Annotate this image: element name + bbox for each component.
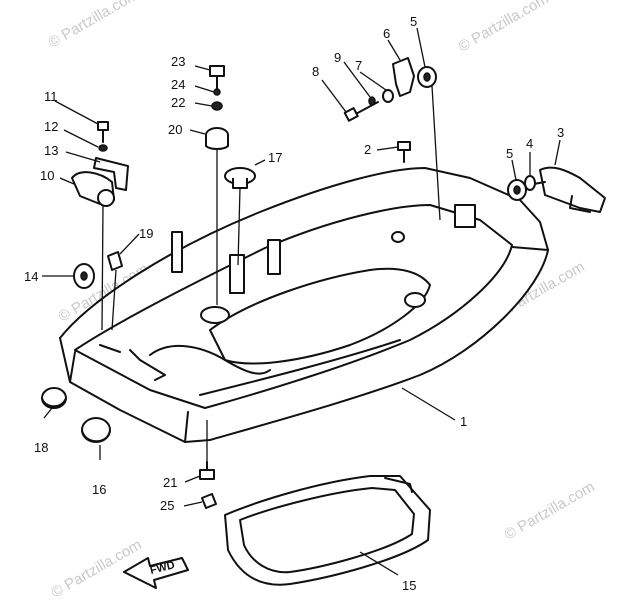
callout-5-top: 5 <box>410 14 417 29</box>
grommet-part-14 <box>73 263 95 289</box>
bushing-part-5-top <box>417 66 437 88</box>
callout-17: 17 <box>268 150 282 165</box>
cowling-bracket-right <box>454 204 476 228</box>
fwd-label: FWD <box>149 559 176 577</box>
callout-20: 20 <box>168 122 182 137</box>
lever-part-10 <box>71 171 115 207</box>
washer-part-24 <box>213 88 221 96</box>
callout-13: 13 <box>44 143 58 158</box>
fwd-direction-arrow: FWD <box>123 557 189 589</box>
callout-22: 22 <box>171 95 185 110</box>
washer-part-9 <box>368 96 376 106</box>
watermark-top-left: © Partzilla.com <box>46 0 142 51</box>
callout-16: 16 <box>92 482 106 497</box>
callout-7: 7 <box>355 58 362 73</box>
bushing-part-5-right <box>507 179 527 201</box>
bolt-part-21 <box>199 461 215 480</box>
callout-14: 14 <box>24 269 38 284</box>
callout-10: 10 <box>40 168 54 183</box>
callout-12: 12 <box>44 119 58 134</box>
watermark-top-right: © Partzilla.com <box>456 0 552 55</box>
cowling-boss-center <box>267 239 281 275</box>
leader-lines <box>42 27 561 576</box>
cowling-boss-left <box>229 254 245 294</box>
callout-6: 6 <box>383 26 390 41</box>
watermark-bottom-right: © Partzilla.com <box>502 478 598 543</box>
plug-part-18 <box>41 387 67 409</box>
washer-part-12 <box>98 144 108 152</box>
callout-19: 19 <box>139 226 153 241</box>
callout-21: 21 <box>163 475 177 490</box>
washer-part-7 <box>382 89 394 103</box>
lever-part-3 <box>527 166 606 213</box>
bracket-part-6 <box>392 57 415 97</box>
callout-23: 23 <box>171 54 185 69</box>
callout-9: 9 <box>334 50 341 65</box>
bracket-part-13 <box>93 157 129 191</box>
callout-2: 2 <box>364 142 371 157</box>
bottom-cowling-part-1 <box>59 167 549 443</box>
callout-18: 18 <box>34 440 48 455</box>
bolt-part-23 <box>209 65 225 91</box>
grommet-part-20 <box>205 127 229 150</box>
callout-25: 25 <box>160 498 174 513</box>
nut-part-25 <box>201 493 217 509</box>
plug-part-17 <box>224 167 256 189</box>
callout-3: 3 <box>557 125 564 140</box>
screw-part-2 <box>397 141 411 163</box>
callout-15: 15 <box>402 578 416 593</box>
washer-part-22 <box>211 101 223 111</box>
cowling-hole-top <box>391 231 405 243</box>
bolt-part-11 <box>97 121 109 143</box>
cowling-hole-right <box>404 292 426 308</box>
clip-part-19 <box>107 251 123 271</box>
callout-1: 1 <box>460 414 467 429</box>
seal-part-15 <box>224 475 431 586</box>
callout-11: 11 <box>44 89 58 104</box>
plug-part-16 <box>81 417 111 443</box>
callout-5-right: 5 <box>506 146 513 161</box>
callout-numbers: 1 2 3 4 5 5 6 7 8 9 10 11 12 13 14 15 16… <box>24 14 564 593</box>
callout-8: 8 <box>312 64 319 79</box>
cowling-hole-left <box>200 306 230 324</box>
washer-part-4 <box>524 175 536 191</box>
cowling-rib-left <box>171 231 183 273</box>
callout-4: 4 <box>526 136 533 151</box>
callout-24: 24 <box>171 77 185 92</box>
